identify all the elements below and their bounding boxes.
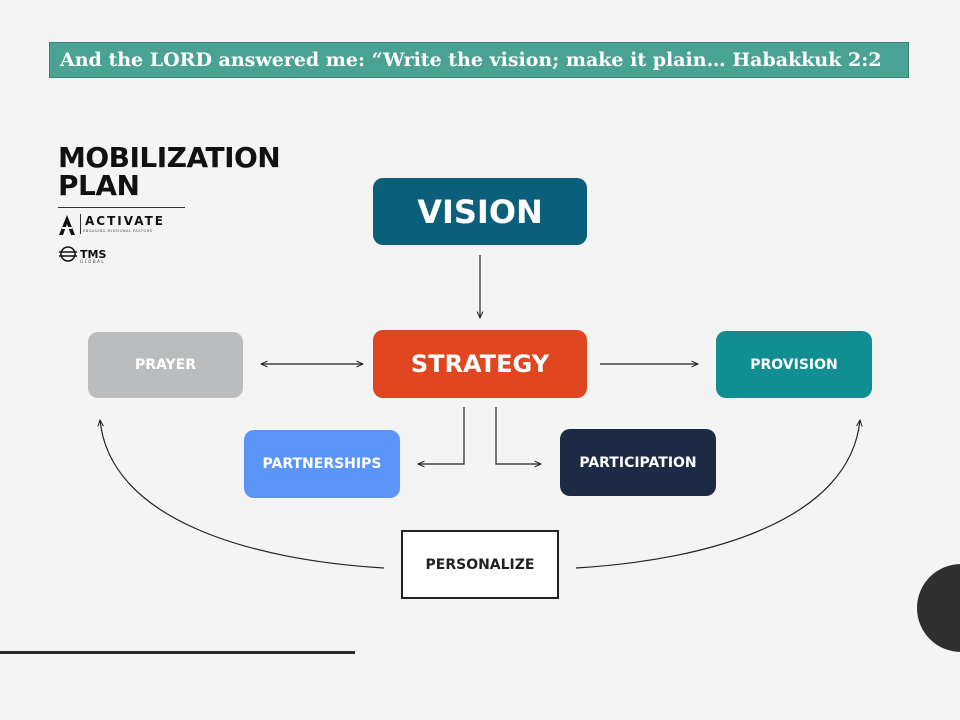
activate-separator (80, 214, 81, 234)
prayer-label: PRAYER (134, 357, 197, 373)
arrow-strategy-to-partnerships (418, 407, 465, 464)
personalize-label: PERSONALIZE (425, 556, 535, 573)
strategy-box: STRATEGY (373, 330, 587, 398)
tms-wordmark: TMS (80, 247, 107, 261)
strategy-label: STRATEGY (410, 350, 550, 378)
participation-label: PARTICIPATION (579, 454, 697, 471)
provision-box: PROVISION (716, 331, 872, 398)
arrow-personalize-to-provision (575, 420, 860, 569)
partnerships-box: PARTNERSHIPS (244, 430, 400, 498)
arrow-strategy-to-participation (495, 407, 541, 464)
activate-a-icon (59, 215, 75, 235)
tms-global-sub: GLOBAL (80, 259, 106, 264)
tms-globe-icon (59, 246, 77, 262)
participation-box: PARTICIPATION (560, 429, 716, 496)
title-line-1: MOBILIZATION (58, 141, 281, 174)
provision-label: PROVISION (750, 356, 838, 373)
prayer-box: PRAYER (88, 332, 243, 398)
bottom-divider (0, 651, 355, 654)
logo-divider (58, 207, 185, 208)
scripture-banner: And the LORD answered me: “Write the vis… (49, 42, 909, 78)
tms-global-logo: TMS (58, 246, 106, 262)
partnerships-label: PARTNERSHIPS (262, 456, 382, 472)
personalize-box: PERSONALIZE (401, 530, 559, 599)
vision-box: VISION (373, 178, 587, 245)
activate-logo: ACTIVATE (58, 214, 165, 238)
mobilization-plan-title: MOBILIZATION PLAN (58, 144, 318, 200)
activate-tagline: ENGAGING MISSIONAL PASTORS (83, 229, 153, 233)
vision-label: VISION (417, 192, 543, 231)
title-line-2: PLAN (58, 169, 140, 202)
arrow-personalize-to-prayer (100, 420, 385, 569)
activate-wordmark: ACTIVATE (85, 214, 165, 228)
